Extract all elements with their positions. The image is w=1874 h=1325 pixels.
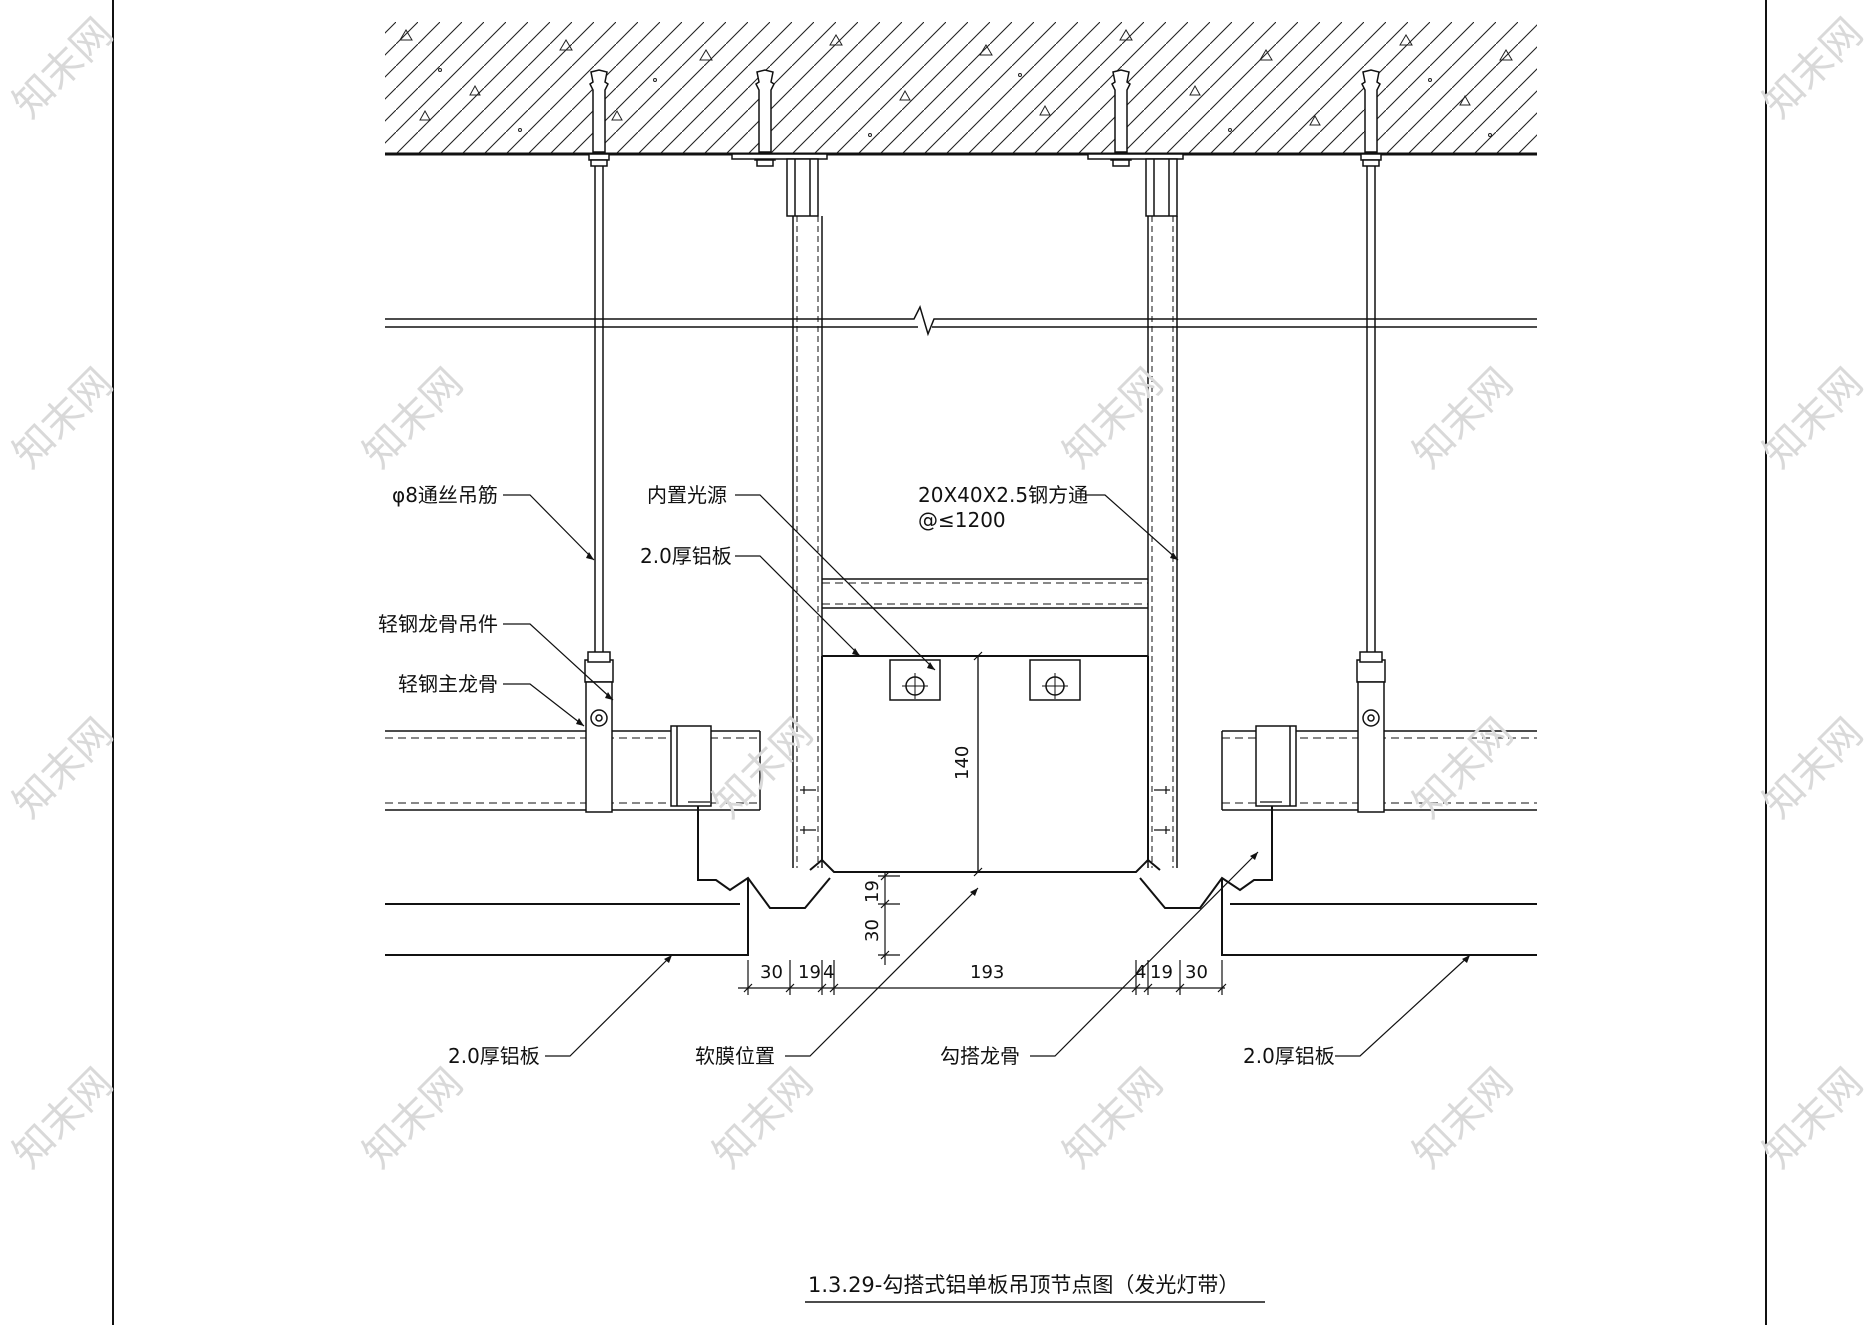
label-plate-top: 2.0厚铝板: [640, 544, 732, 568]
watermark: 知末网: [1405, 1060, 1522, 1177]
label-membrane: 软膜位置: [695, 1044, 775, 1068]
dim-193: 193: [970, 962, 1004, 983]
watermark: 知末网: [5, 10, 122, 127]
label-steel-tube: 20X40X2.5钢方通: [918, 483, 1088, 507]
label-steel-tube-spacing: @≤1200: [918, 508, 1006, 532]
label-hook-keel: 勾搭龙骨: [940, 1044, 1020, 1068]
dim-140: 140: [952, 746, 973, 780]
drawing-title: 1.3.29-勾搭式铝单板吊顶节点图（发光灯带）: [808, 1273, 1239, 1297]
dim-4-left: 4: [823, 962, 834, 983]
label-keel-hanger: 轻钢龙骨吊件: [378, 612, 498, 636]
dim-19-right: 19: [1150, 962, 1173, 983]
leader-lines: [503, 494, 1471, 1057]
light-box: [821, 655, 1149, 873]
screws: [688, 786, 1282, 834]
watermark: 知末网: [705, 710, 822, 827]
expansion-anchors: [588, 69, 1382, 167]
label-threaded-rod: φ8通丝吊筋: [392, 483, 498, 507]
watermark: 知末网: [705, 1060, 822, 1177]
watermark: 知末网: [1055, 360, 1172, 477]
aluminum-plates: [385, 806, 1537, 956]
watermark: 知末网: [5, 360, 122, 477]
dimension-texts: 140 19 30 30 19 4 193 4 19 30: [760, 746, 1208, 983]
label-built-in-light: 内置光源: [647, 483, 727, 507]
watermark: 知末网: [1755, 1060, 1872, 1177]
dim-30-left: 30: [760, 962, 783, 983]
dim-19-left: 19: [798, 962, 821, 983]
watermark: 知末网: [1755, 710, 1872, 827]
watermarks: 知末网 知末网 知末网 知末网 知末网 知末网 知末网 知末网 知末网 知末网 …: [5, 10, 1872, 1177]
dim-30-right: 30: [1185, 962, 1208, 983]
dimension-lines: [738, 651, 1227, 995]
steel-square-tubes: [786, 158, 1178, 868]
watermark: 知末网: [1405, 360, 1522, 477]
leader-arrows: [576, 552, 1470, 963]
dim-19-vertical: 19: [862, 880, 883, 903]
keel-hangers: [584, 651, 1386, 813]
watermark: 知末网: [355, 1060, 472, 1177]
watermark: 知末网: [355, 360, 472, 477]
watermark: 知末网: [1755, 10, 1872, 127]
dim-30-vertical: 30: [862, 919, 883, 942]
watermark: 知末网: [1055, 1060, 1172, 1177]
concrete-slab: [385, 22, 1537, 156]
watermark: 知末网: [5, 710, 122, 827]
threaded-rods: [594, 166, 1376, 655]
dim-4-right: 4: [1135, 962, 1146, 983]
label-main-keel: 轻钢主龙骨: [398, 672, 498, 696]
callout-labels: φ8通丝吊筋 内置光源 2.0厚铝板 20X40X2.5钢方通 @≤1200 轻…: [378, 483, 1335, 1068]
break-line: [385, 304, 1537, 337]
watermark: 知末网: [5, 1060, 122, 1177]
label-plate-left: 2.0厚铝板: [448, 1044, 540, 1068]
watermark: 知末网: [1755, 360, 1872, 477]
label-plate-right: 2.0厚铝板: [1243, 1044, 1335, 1068]
